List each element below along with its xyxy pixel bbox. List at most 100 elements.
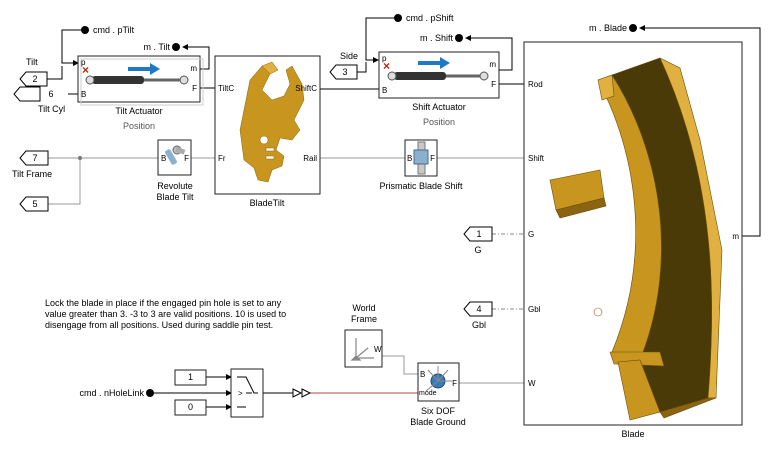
signal-m-shift: m . Shift — [419, 33, 453, 43]
bladetilt-block[interactable] — [214, 55, 321, 195]
inport-side — [329, 64, 358, 80]
bladetilt-name: BladeTilt — [249, 198, 285, 208]
constant-1-block[interactable] — [174, 369, 207, 386]
inport-tilt — [19, 71, 48, 87]
signal-dots — [81, 14, 637, 397]
constant-1-value: 1 — [187, 372, 193, 382]
inport-5 — [19, 196, 49, 212]
port-label-b: B — [161, 154, 167, 163]
port-label-w: W — [528, 379, 536, 388]
port-label-b: B — [382, 86, 388, 95]
arrow-icon — [418, 57, 450, 69]
shift-actuator-name: Shift Actuator — [412, 102, 466, 112]
line-world — [382, 355, 418, 375]
signal-m-blade: m . Blade — [588, 23, 627, 33]
inport-shapes[interactable] — [19, 64, 358, 212]
port-label-m: m — [190, 64, 197, 73]
line-m-tilt — [182, 44, 210, 70]
blade-block[interactable] — [523, 41, 743, 426]
prismatic-name: Prismatic Blade Shift — [379, 181, 463, 191]
port-label-p: p — [382, 54, 387, 63]
cross-icon: × — [383, 59, 390, 73]
blade-name: Blade — [621, 429, 645, 439]
outport-g — [463, 226, 493, 242]
revolute-name: Revolute Blade Tilt — [156, 181, 194, 202]
port-label-m: m — [489, 60, 496, 69]
port-label-g: G — [528, 230, 535, 239]
tilt-actuator-block[interactable]: × — [77, 55, 204, 106]
converter-icon[interactable] — [292, 388, 303, 398]
port-label-m: m — [732, 232, 739, 241]
inport-side-label: Side — [340, 51, 359, 61]
switch-block[interactable] — [230, 368, 264, 418]
outport-gbl — [463, 301, 493, 317]
outport-g-label: G — [474, 245, 482, 255]
world-frame-icon — [350, 338, 374, 361]
outport-tilt-cyl-label: Tilt Cyl — [38, 104, 66, 114]
line-m-shift — [465, 35, 513, 71]
cross-icon: × — [82, 63, 89, 77]
inport-side-num: 3 — [342, 67, 348, 77]
port-label-b: B — [420, 370, 426, 379]
blade-part-icon — [549, 57, 723, 421]
port-label-rail: Rail — [303, 154, 317, 163]
six-dof-joint-icon — [425, 366, 452, 392]
port-label-f: F — [430, 154, 435, 163]
line-cmd-ptilt — [61, 29, 81, 66]
port-label-w: W — [374, 345, 382, 354]
inport-tilt-num: 2 — [32, 74, 38, 84]
inport-5-num: 5 — [32, 199, 38, 209]
outport-shapes[interactable] — [13, 86, 493, 317]
outport-gbl-label: Gbl — [471, 320, 487, 330]
outport-tilt-cyl — [13, 86, 41, 102]
port-label-f: F — [184, 154, 189, 163]
port-label-b: B — [81, 90, 87, 99]
port-label-mode: mode — [419, 390, 437, 397]
outport-g-num: 1 — [476, 229, 482, 239]
port-label-f: F — [192, 84, 197, 93]
outport-gbl-num: 4 — [476, 304, 482, 314]
signal-cmd-nholelink: cmd . nHoleLink — [79, 388, 144, 398]
line-input5 — [48, 158, 81, 205]
six-dof-block[interactable] — [417, 362, 460, 402]
line-side-input — [357, 62, 367, 73]
inport-tilt-frame-num: 7 — [32, 153, 38, 163]
line-tilt-input — [47, 66, 63, 80]
inport-tilt-label: Tilt — [26, 57, 38, 67]
shift-actuator-sublabel: Position — [422, 117, 456, 127]
port-label-f: F — [452, 379, 457, 388]
revolute-block[interactable] — [157, 139, 192, 176]
port-label-p: p — [81, 58, 86, 67]
tilt-actuator-name: Tilt Actuator — [115, 106, 163, 116]
inport-tilt-frame-label: Tilt Frame — [12, 169, 53, 179]
six-dof-name: Six DOF Blade Ground — [410, 406, 466, 427]
port-label-fr: Fr — [218, 154, 226, 163]
outport-tilt-cyl-num: 6 — [48, 89, 54, 99]
line-m-blade — [639, 25, 761, 237]
switch-threshold-label: > — [238, 389, 243, 398]
junction-dot — [78, 156, 82, 160]
constant-0-value: 0 — [187, 402, 193, 412]
port-label-gbl: Gbl — [528, 305, 541, 314]
port-label-tiltc: TiltC — [218, 84, 235, 93]
arrow-icon — [128, 63, 160, 75]
annotation-text: Lock the blade in place if the engaged p… — [45, 298, 287, 330]
blade-tilt-part-icon — [239, 61, 305, 183]
signal-cmd-pshift: cmd . pShift — [406, 13, 454, 23]
signal-m-tilt: m . Tilt — [143, 42, 171, 52]
converter-icon[interactable] — [301, 388, 312, 398]
prismatic-block[interactable] — [404, 139, 438, 177]
port-label-b: B — [407, 154, 413, 163]
connections — [47, 17, 761, 410]
shift-actuator-block[interactable]: × — [378, 51, 500, 99]
port-label-shift: Shift — [528, 154, 545, 163]
port-label-shiftc: ShiftC — [295, 84, 317, 93]
prismatic-joint-icon — [413, 141, 429, 175]
line-cmd-pshift — [365, 17, 394, 63]
port-label-f: F — [491, 80, 496, 89]
revolute-joint-icon — [165, 145, 186, 165]
world-frame-block[interactable] — [344, 329, 383, 368]
constant-0-block[interactable] — [174, 399, 207, 416]
signal-cmd-ptilt: cmd . pTilt — [93, 25, 135, 35]
